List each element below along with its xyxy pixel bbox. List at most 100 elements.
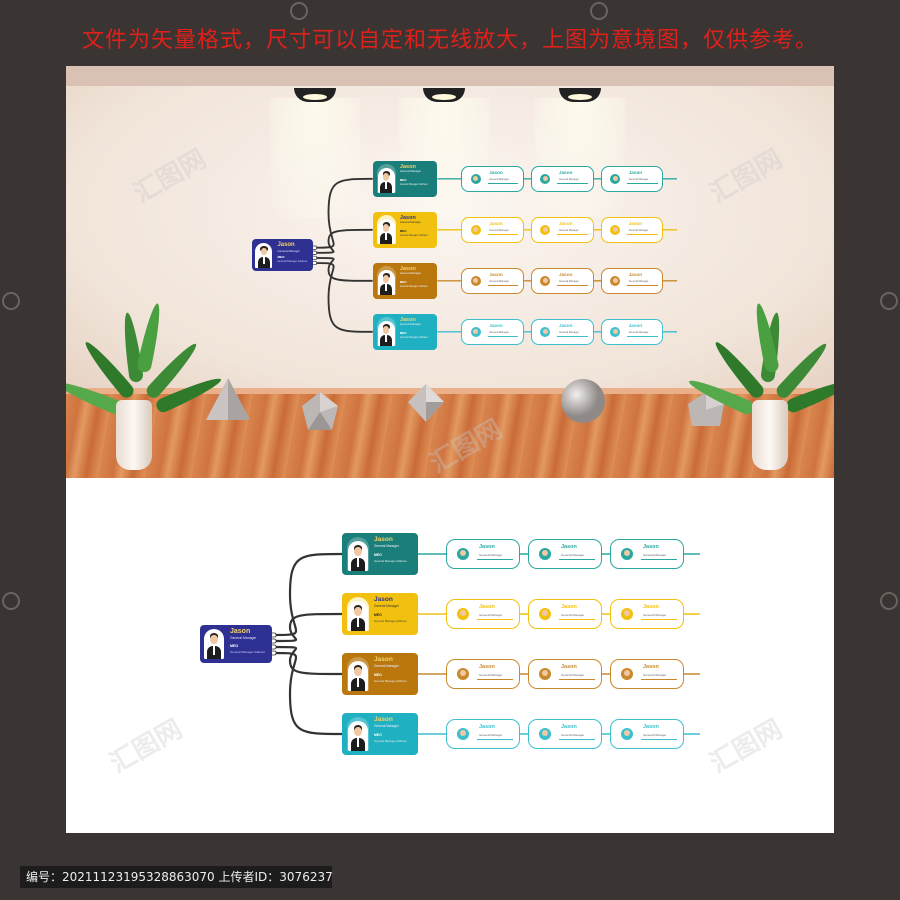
member-role: General Manager [489, 229, 510, 233]
person-avatar-icon [348, 721, 368, 751]
member-name: Jason [558, 221, 573, 227]
member-role: General Manager [628, 280, 649, 284]
member-role: General Manager [561, 553, 585, 557]
shirt [356, 617, 360, 627]
member-underline [627, 183, 658, 185]
member-role: General Manager [489, 331, 510, 335]
person-avatar-icon [348, 601, 368, 631]
member-avatar-icon [539, 668, 551, 680]
potted-plant-left-icon [66, 292, 224, 478]
root-name: Jason [277, 241, 295, 248]
face [260, 247, 267, 256]
member-role: General Manager [561, 613, 585, 617]
member-underline [477, 679, 513, 680]
member-name: Jason [558, 272, 573, 278]
member-name: Jason [643, 724, 659, 730]
member-underline [641, 739, 677, 740]
branch-role: General Manager [374, 604, 399, 608]
member-face [473, 226, 479, 232]
member-role: General Manager [643, 553, 667, 557]
branch-role: General Manager [374, 544, 399, 548]
member-underline [557, 183, 588, 185]
branch-name: Jason [399, 265, 416, 272]
branch-name: Jason [399, 316, 416, 323]
person-avatar-icon [377, 167, 395, 194]
branch-role: General Manager [399, 170, 422, 174]
member-avatar-icon [610, 173, 621, 185]
ceiling-lamp-icon [559, 88, 601, 102]
branch-desc: General Manager Address [374, 679, 407, 683]
member-avatar-icon [470, 173, 481, 185]
member-avatar-icon [539, 608, 551, 620]
avatar-frame [347, 657, 369, 691]
member-role: General Manager [558, 229, 579, 233]
watermark: 汇图网 [704, 714, 788, 780]
member-face [542, 610, 548, 616]
member-face [473, 175, 479, 181]
potted-plant-right-icon [686, 292, 834, 478]
member-underline [477, 619, 513, 620]
watermark-logo-icon [2, 292, 20, 310]
member-face [542, 277, 548, 283]
shirt [385, 334, 388, 343]
member-role: General Manager [643, 733, 667, 737]
ceiling [66, 66, 834, 88]
avatar-frame [376, 215, 396, 245]
shirt [385, 232, 388, 241]
member-face [542, 328, 548, 334]
watermark-logo-icon [290, 2, 308, 20]
avatar-frame [376, 266, 396, 296]
member-face [460, 670, 466, 676]
avatar-frame [347, 537, 369, 571]
member-name: Jason [479, 664, 495, 670]
member-avatar-icon [540, 173, 551, 185]
footer-id-label: 编号：20211123195328863070 上传者ID：3076237 [20, 866, 333, 888]
member-underline [477, 559, 513, 560]
member-face [460, 610, 466, 616]
member-underline [559, 619, 595, 620]
branch-name: Jason [399, 214, 416, 221]
branch-role: General Manager [399, 272, 422, 276]
shirt [356, 737, 360, 747]
member-avatar-icon [539, 548, 551, 560]
member-name: Jason [479, 544, 495, 550]
member-name: Jason [558, 170, 573, 176]
member-avatar-icon [470, 326, 481, 338]
member-underline [641, 679, 677, 680]
member-role: General Manager [643, 613, 667, 617]
branch-ceo: MEO [399, 331, 407, 335]
member-avatar-icon [457, 668, 469, 680]
member-avatar-icon [540, 326, 551, 338]
member-underline [641, 559, 677, 560]
member-underline [559, 739, 595, 740]
avatar-frame [347, 597, 369, 631]
member-face [542, 226, 548, 232]
member-underline [477, 739, 513, 740]
member-face [542, 550, 548, 556]
member-face [460, 550, 466, 556]
member-face [460, 730, 466, 736]
watermark-logo-icon [2, 592, 20, 610]
member-role: General Manager [479, 733, 503, 737]
avatar-frame [376, 164, 396, 194]
member-role: General Manager [558, 280, 579, 284]
branch-desc: General Manager Address [399, 336, 428, 340]
member-name: Jason [628, 170, 643, 176]
notice-banner: 文件为矢量格式，尺寸可以自定和无线放大，上图为意境图，仅供参考。 [81, 28, 818, 53]
member-name: Jason [643, 544, 659, 550]
member-role: General Manager [561, 733, 585, 737]
member-avatar-icon [621, 608, 633, 620]
branch-desc: General Manager Address [399, 183, 428, 187]
